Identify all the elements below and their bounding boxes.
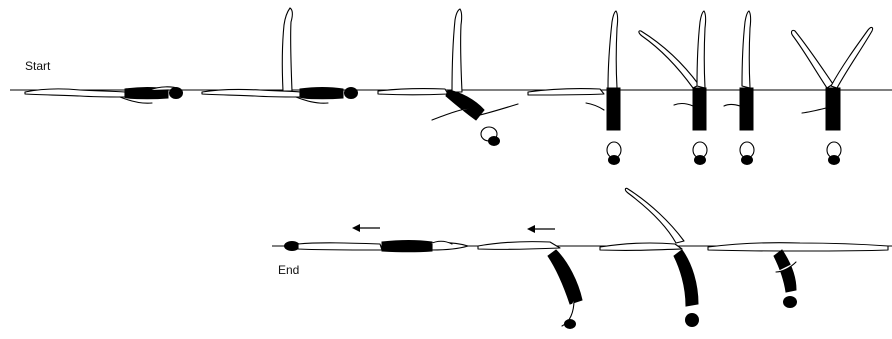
figure-submerging <box>378 9 518 146</box>
figure-vertical-wide-v <box>792 27 873 165</box>
end-label: End <box>278 264 299 276</box>
figure-vertical-single <box>724 11 754 165</box>
direction-arrow-2 <box>527 225 555 233</box>
figure-pike-down-1 <box>478 242 582 329</box>
figure-ballet-leg <box>202 8 358 103</box>
figure-back-layout <box>25 87 183 103</box>
direction-arrow-1 <box>352 224 380 232</box>
figure-vertical-split <box>528 11 621 165</box>
figure-pike-raised-leg <box>600 188 699 327</box>
figure-vertical-v-legs <box>639 11 707 165</box>
figure-prone-layout <box>284 241 468 252</box>
start-label: Start <box>25 60 50 72</box>
figure-tuck-under <box>708 243 888 308</box>
